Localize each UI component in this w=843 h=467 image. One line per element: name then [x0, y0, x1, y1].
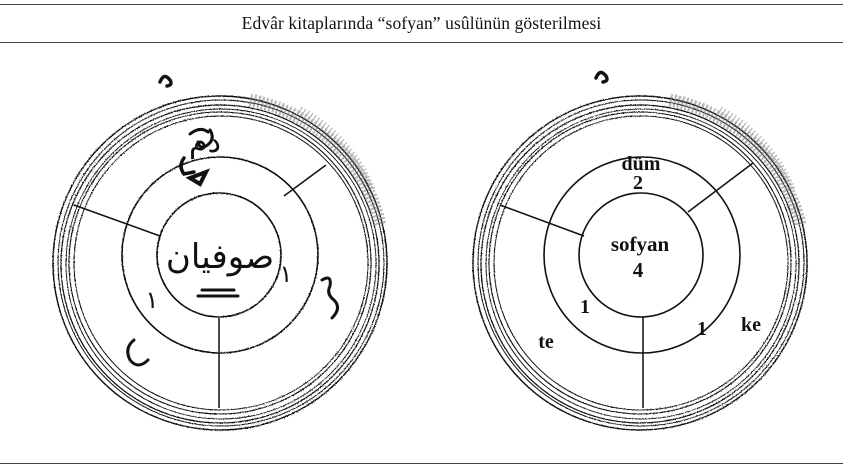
manuscript-outer-script: دم: [189, 125, 221, 160]
transcription-right-count: 1: [697, 318, 707, 340]
manuscript-ink-marks: [126, 74, 339, 367]
manuscript-center-script: صوفیان: [166, 237, 274, 277]
transcription-outer-rings: [472, 95, 808, 431]
transcription-left-stroke: te: [538, 331, 554, 353]
transcription-left-count: 1: [580, 296, 590, 318]
transcription-top-stroke: düm: [622, 153, 661, 175]
transcription-top-count: 2: [633, 172, 643, 194]
transcription-inner-ring: [578, 192, 704, 318]
transcription-center-total: 4: [633, 258, 644, 282]
transcription-right-stroke: ke: [741, 314, 761, 336]
transcription-middle-ring: [543, 156, 741, 354]
transcription-smudge: [668, 93, 807, 227]
transcription-center-name: sofyan: [611, 232, 670, 256]
bottom-rule: [0, 463, 843, 464]
manuscript-inner-ring: [156, 192, 282, 318]
transcription-circle-diagram: düm 2 sofyan 4 1 1 te ke: [472, 70, 808, 431]
manuscript-outer-rings: [52, 95, 388, 431]
header-rule: [0, 42, 843, 43]
manuscript-middle-ring: [121, 156, 319, 354]
figure-caption: Edvâr kitaplarında “sofyan” usûlünün gös…: [241, 13, 602, 33]
transcription-corner-mark: [594, 70, 609, 84]
manuscript-smudge: [248, 93, 387, 227]
manuscript-beat-digit-left: ۱: [146, 286, 159, 314]
top-rule: [0, 4, 843, 5]
manuscript-circle-diagram: صوفیان دم ۱ ۱: [52, 74, 388, 431]
manuscript-dividers: [73, 164, 327, 408]
transcription-dividers: [499, 162, 754, 408]
manuscript-beat-digit-right: ۱: [280, 260, 293, 288]
